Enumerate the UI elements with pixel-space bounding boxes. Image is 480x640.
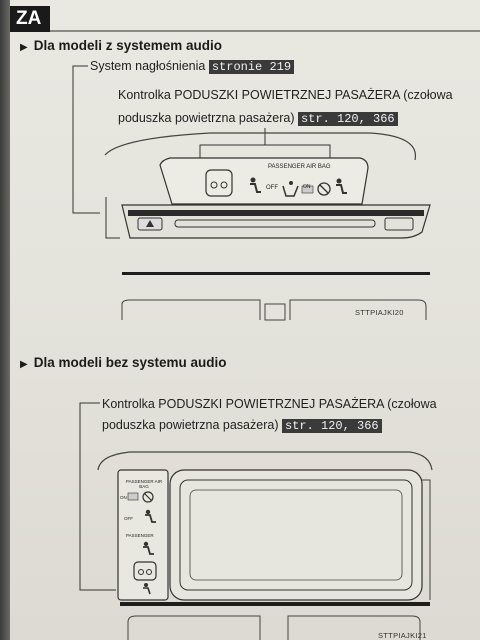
audio-system-label: System nagłośnienia stronie 219 xyxy=(90,59,295,74)
triangle-bullet-icon: ▶ xyxy=(20,42,28,53)
airbag-label-1-page-ref[interactable]: str. 120, 366 xyxy=(297,112,398,126)
dashboard-rule xyxy=(122,272,430,275)
seated-person-icon-1 xyxy=(250,177,261,193)
page-binding-edge xyxy=(0,0,10,640)
column-bottom-label: PASSENGER xyxy=(126,533,154,538)
airbag-off-icon xyxy=(282,181,299,197)
column-off-label: OFF xyxy=(124,516,133,521)
column-panel-top-label: PASSENGER AIR BAG xyxy=(125,479,163,489)
audio-system-page-ref[interactable]: stronie 219 xyxy=(208,60,295,74)
airbag-label-1-line2: poduszka powietrzna pasażera) str. 120, … xyxy=(118,111,398,126)
section-tab: ZA xyxy=(10,6,50,32)
airbag-no-icon-2 xyxy=(127,491,154,503)
figure-code-2: STTPIAJKI21 xyxy=(378,631,427,640)
triangle-bullet-icon: ▶ xyxy=(20,359,28,370)
figure-code-1: STTPIAJKI20 xyxy=(355,308,404,317)
console-trim-strip xyxy=(128,210,424,216)
seated-person-icon-5 xyxy=(143,583,151,595)
console-right-button xyxy=(384,217,414,231)
column-on-label: ON xyxy=(120,495,127,500)
hazard-button-icon xyxy=(137,217,163,231)
panel-on-label: ON xyxy=(303,184,311,190)
figure-with-audio xyxy=(72,65,431,321)
airbag-no-icon xyxy=(317,182,331,196)
dashboard-rule-2 xyxy=(120,602,430,606)
airbag-label-2-line1: Kontrolka PODUSZKI POWIETRZNEJ PASAŻERA … xyxy=(102,397,437,411)
airbag-label-2-line2-text: poduszka powietrzna pasażera) xyxy=(102,418,279,432)
airbag-label-2-page-ref[interactable]: str. 120, 366 xyxy=(281,419,382,433)
section-tab-rule xyxy=(50,30,480,32)
screen-bezel xyxy=(169,469,423,601)
airbag-leader-line-2 xyxy=(79,402,116,591)
heading-with-audio-text: Dla modeli z systemem audio xyxy=(33,38,223,53)
heading-without-audio-text: Dla modeli bez systemu audio xyxy=(33,355,227,370)
manual-page: ZA ▶ Dla modeli z systemem audio System n… xyxy=(10,0,480,640)
seatbelt-reminder-icon-2 xyxy=(133,561,157,581)
panel-off-label: OFF xyxy=(266,185,278,191)
seated-person-icon-4 xyxy=(143,541,154,555)
audio-system-text: System nagłośnienia xyxy=(90,59,206,73)
heading-with-audio: ▶ Dla modeli z systemem audio xyxy=(20,38,222,53)
airbag-label-1-line1: Kontrolka PODUSZKI POWIETRZNEJ PASAŻERA … xyxy=(118,88,453,102)
dashboard-outline xyxy=(104,132,417,161)
seated-person-icon-2 xyxy=(336,178,347,194)
on-indicator-box xyxy=(301,185,314,194)
airbag-label-1-line2-text: poduszka powietrzna pasażera) xyxy=(118,111,295,125)
heading-without-audio: ▶ Dla modeli bez systemu audio xyxy=(20,355,227,370)
seated-person-icon-3 xyxy=(145,509,156,523)
panel-title: PASSENGER AIR BAG xyxy=(268,164,331,170)
console-slot xyxy=(174,219,376,228)
screen-inner xyxy=(179,479,413,591)
seatbelt-reminder-icon xyxy=(205,169,233,197)
figure-without-audio xyxy=(79,402,433,640)
airbag-label-2-line2: poduszka powietrzna pasażera) str. 120, … xyxy=(102,418,382,433)
audio-leader-line xyxy=(72,65,100,214)
